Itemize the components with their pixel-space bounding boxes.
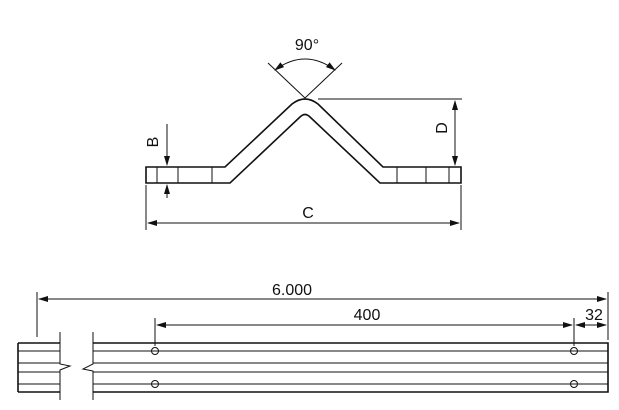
profile-cross-section (145, 98, 462, 184)
angle-label: 90° (295, 37, 319, 54)
hole-bottom-left (151, 380, 159, 388)
d-dimension: D (318, 98, 462, 166)
hole-top-right (570, 347, 578, 355)
b-dimension: B (145, 124, 170, 198)
end-offset-label: 32 (585, 307, 603, 324)
c-dimension: C (145, 185, 462, 230)
rail-main-body (93, 342, 609, 393)
hole-spacing-dimension: 400 (154, 307, 575, 346)
profile-left-flange (145, 98, 462, 184)
rail-left-stub (17, 342, 60, 393)
overall-length-label: 6.000 (272, 282, 312, 299)
hole-spacing-label: 400 (354, 307, 381, 324)
break-line-left (59, 332, 72, 400)
rail-side-view (17, 332, 609, 400)
c-label: C (302, 205, 314, 222)
break-line-right (81, 332, 94, 400)
hole-top-left (151, 347, 159, 355)
angle-dimension: 90° (267, 37, 343, 99)
b-label: B (145, 137, 162, 148)
overall-length-dimension: 6.000 (36, 282, 609, 340)
hole-bottom-right (570, 380, 578, 388)
d-label: D (434, 122, 451, 134)
end-offset-dimension: 32 (575, 307, 607, 328)
